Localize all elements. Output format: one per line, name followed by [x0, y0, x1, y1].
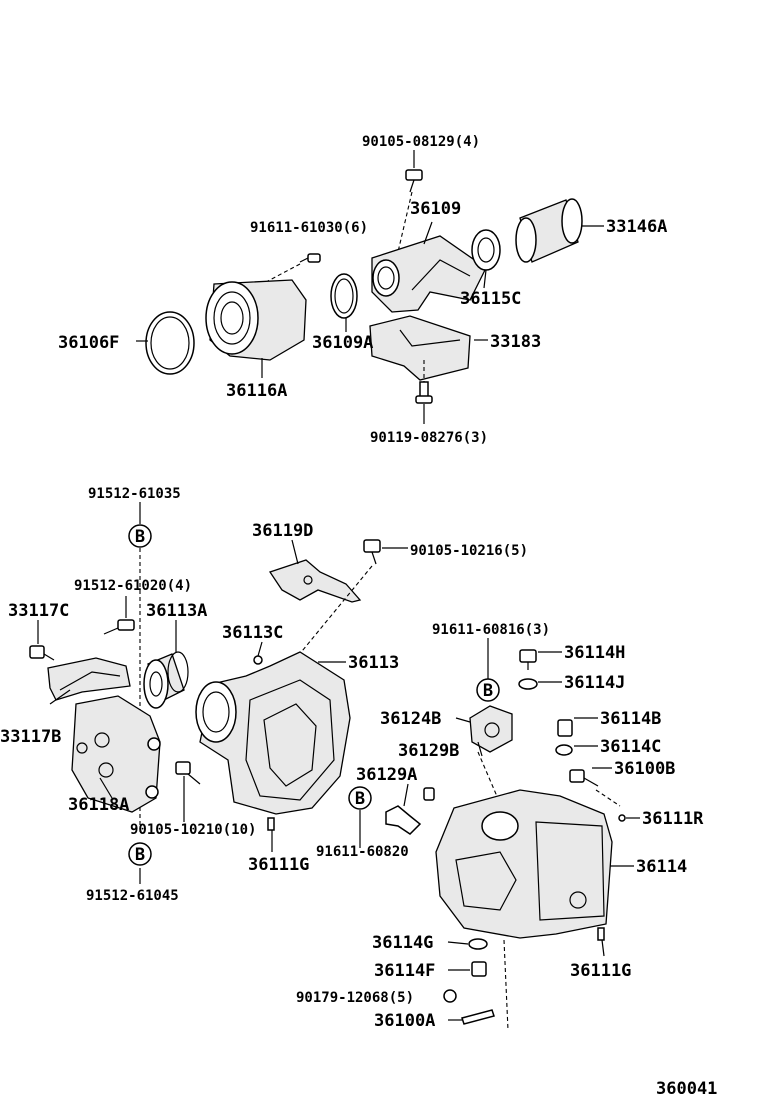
pin-36111G-left: [267, 817, 275, 831]
label-91611-60816: 91611-60816(3): [432, 622, 550, 638]
washer-36114G: [468, 938, 488, 950]
sleeve-33146A: [515, 198, 583, 263]
label-91611-60820: 91611-60820: [316, 844, 409, 860]
label-36111R: 36111R: [642, 809, 704, 829]
marker-b-label: B: [135, 845, 145, 865]
bolt-90105-08129: [405, 169, 423, 193]
plug-36114F: [471, 961, 487, 977]
bolt-91512-61020: [103, 619, 135, 635]
label-91611-61030: 91611-61030(6): [250, 220, 368, 236]
bolt-33117C: [29, 645, 55, 661]
label-36114H: 36114H: [564, 643, 625, 663]
label-36114G: 36114G: [372, 933, 433, 953]
marker-b-91611-60816: B: [476, 678, 500, 702]
label-33117C: 33117C: [8, 601, 69, 621]
label-36106F: 36106F: [58, 333, 119, 353]
housing-36116A: [205, 279, 307, 361]
label-91512-61035: 91512-61035: [88, 486, 181, 502]
label-33183: 33183: [490, 332, 541, 352]
label-33117B: 33117B: [0, 727, 61, 747]
label-91512-61020: 91512-61020(4): [74, 578, 192, 594]
label-36109A: 36109A: [312, 333, 373, 353]
o-ring-36109A: [330, 273, 358, 319]
label-36115C: 36115C: [460, 289, 521, 309]
label-36113A: 36113A: [146, 601, 207, 621]
marker-b-label: B: [355, 789, 365, 809]
washer-36114C: [555, 744, 573, 756]
bracket-36119D: [268, 559, 362, 603]
label-90105-08129: 90105-08129(4): [362, 134, 480, 150]
marker-b-91512-61045: B: [128, 842, 152, 866]
seal-36115C: [471, 229, 501, 271]
bolt-90105-10210: [175, 761, 201, 785]
label-36100A: 36100A: [374, 1011, 435, 1031]
diagram-code: 360041: [656, 1079, 717, 1099]
bearing-36113A: [143, 651, 189, 709]
stud-36100A: [461, 1009, 495, 1025]
washer-36114J: [518, 678, 538, 690]
label-36114B: 36114B: [600, 709, 661, 729]
label-36111G-left: 36111G: [248, 855, 309, 875]
label-90119-08276: 90119-08276(3): [370, 430, 488, 446]
pin-36113C: [253, 655, 263, 665]
nut-90179-12068: [443, 989, 457, 1003]
pin-36111G-right: [597, 927, 605, 941]
label-36100B: 36100B: [614, 759, 675, 779]
label-36129A: 36129A: [356, 765, 417, 785]
label-36124B: 36124B: [380, 709, 441, 729]
bracket-36109: [371, 235, 487, 313]
cover-36118A: [71, 695, 161, 813]
marker-b-91512-61035: B: [128, 524, 152, 548]
label-36113: 36113: [348, 653, 399, 673]
clamp-36129A: [385, 787, 435, 835]
label-36114C: 36114C: [600, 737, 661, 757]
label-90105-10216: 90105-10216(5): [410, 543, 528, 559]
support-33183: [369, 315, 471, 381]
bolt-36100B: [569, 769, 599, 787]
label-36129B: 36129B: [398, 741, 459, 761]
housing-36113: [195, 651, 351, 815]
case-36114: [435, 789, 613, 939]
marker-b-label: B: [135, 527, 145, 547]
label-36114J: 36114J: [564, 673, 625, 693]
plug-36114B: [557, 719, 573, 737]
cover-36124B: [469, 705, 513, 753]
plug-36114H: [519, 649, 537, 670]
label-36114: 36114: [636, 857, 687, 877]
label-36114F: 36114F: [374, 961, 435, 981]
label-36118A: 36118A: [68, 795, 129, 815]
marker-b-label: B: [483, 681, 493, 701]
label-36119D: 36119D: [252, 521, 313, 541]
o-ring-36106F: [145, 311, 195, 375]
label-91512-61045: 91512-61045: [86, 888, 179, 904]
bracket-33117B: [47, 657, 131, 701]
dowel-36111R: [618, 814, 626, 822]
label-90105-10210: 90105-10210(10): [130, 822, 256, 838]
label-36116A: 36116A: [226, 381, 287, 401]
bolt-90119-08276: [415, 360, 433, 424]
bolt-90105-10216: [363, 539, 381, 565]
label-90179-12068: 90179-12068(5): [296, 990, 414, 1006]
label-33146A: 33146A: [606, 217, 667, 237]
label-36109: 36109: [410, 199, 461, 219]
label-36111G-right: 36111G: [570, 961, 631, 981]
marker-b-91611-60820: B: [348, 786, 372, 810]
bolt-91611-61030: [299, 253, 321, 263]
label-36113C: 36113C: [222, 623, 283, 643]
